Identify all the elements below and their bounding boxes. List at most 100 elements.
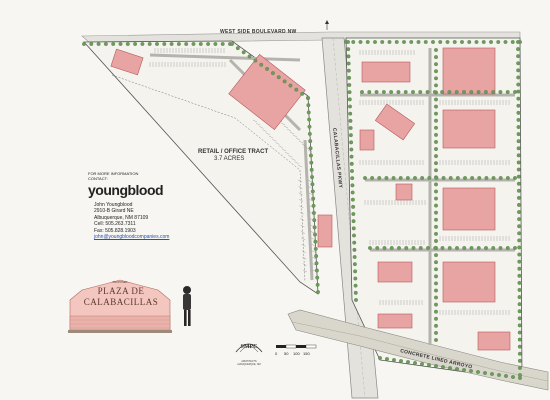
parking-stall — [262, 129, 267, 132]
tree — [350, 176, 355, 181]
tree — [477, 176, 482, 180]
tree — [133, 42, 138, 46]
parking-stall — [280, 122, 286, 126]
scale-label-100: 100 — [293, 351, 300, 356]
parking-stall — [281, 148, 287, 152]
tree — [518, 365, 522, 370]
contact-email-link[interactable]: john@youngbloodcompanies.com — [94, 234, 170, 241]
youngblood-logo: youngblood — [88, 182, 164, 198]
building-shops-east-1 — [442, 109, 496, 149]
tree — [198, 42, 203, 46]
tree — [434, 182, 438, 187]
tree — [513, 90, 517, 94]
tree — [441, 365, 445, 369]
parking-stall — [300, 224, 305, 228]
tree — [454, 90, 459, 94]
tree — [434, 147, 438, 151]
tree — [360, 90, 364, 94]
parking-stall — [311, 244, 316, 247]
tree — [353, 269, 358, 274]
tree — [517, 302, 522, 307]
tree — [505, 246, 510, 250]
tree — [311, 196, 316, 201]
tree — [517, 231, 522, 236]
tree — [448, 176, 453, 180]
tree — [348, 111, 353, 116]
tree — [474, 40, 479, 44]
tree — [300, 91, 305, 96]
tree — [310, 182, 315, 187]
tree — [434, 55, 438, 60]
tree — [346, 61, 351, 66]
tree — [377, 176, 382, 180]
architect-logo-icon — [235, 343, 263, 353]
tree — [516, 103, 521, 108]
tree — [346, 68, 351, 73]
tree — [365, 40, 370, 44]
tree — [516, 139, 521, 144]
tree — [358, 40, 363, 44]
tract-name-label: RETAIL / OFFICE TRACT — [198, 149, 268, 155]
north-arrow-icon — [325, 20, 329, 30]
tree — [516, 153, 521, 158]
tree — [434, 104, 438, 109]
tree — [259, 62, 264, 67]
tree — [403, 90, 408, 94]
tree — [352, 233, 356, 238]
building-anchor-west — [228, 54, 306, 130]
sign-line-2: CALABACILLAS — [83, 297, 159, 307]
tree — [434, 118, 438, 123]
tree — [518, 376, 522, 380]
parking-stall — [297, 164, 303, 168]
tree — [432, 90, 437, 94]
architect-subtitle: ARCHITECTS ALBUQUERQUE, NM — [214, 360, 284, 366]
tree — [346, 40, 350, 44]
tree — [423, 40, 428, 44]
parking-stall — [308, 199, 314, 202]
tree — [434, 274, 438, 279]
tree — [517, 337, 522, 342]
tree — [511, 375, 515, 379]
tree — [517, 330, 522, 335]
building-shops-east-2 — [442, 187, 496, 231]
contact-details: John Youngblood 2910-B Girard NE Albuque… — [94, 202, 169, 240]
parking-stall — [272, 139, 277, 142]
tree — [445, 40, 450, 44]
tree — [434, 62, 438, 67]
tree — [398, 176, 403, 180]
tree — [434, 132, 438, 137]
tree — [505, 176, 510, 180]
tree — [352, 247, 357, 252]
tree — [516, 75, 521, 80]
tree — [382, 246, 387, 250]
tree — [452, 40, 457, 44]
tree — [413, 361, 417, 365]
tree — [378, 356, 382, 360]
parking-stall — [289, 131, 295, 135]
tree — [353, 276, 358, 281]
tree — [381, 90, 386, 94]
parking-stall — [283, 125, 289, 129]
tree — [409, 40, 414, 44]
parking-stall — [308, 186, 313, 189]
tree — [392, 358, 396, 362]
tree — [455, 176, 460, 180]
tree — [498, 246, 503, 250]
building-shops-east-3 — [442, 261, 496, 303]
tree — [476, 246, 481, 250]
parking-stall — [301, 143, 307, 147]
tree — [469, 90, 474, 94]
parking-stall — [268, 135, 274, 139]
building-shops-south-1 — [377, 261, 413, 283]
tree — [350, 197, 355, 202]
tree — [434, 224, 438, 229]
parking-stall — [300, 218, 305, 221]
tree — [517, 245, 522, 250]
tree — [282, 79, 287, 84]
tree — [516, 89, 521, 94]
tree — [350, 183, 355, 188]
building-pad-southeast — [477, 331, 511, 351]
tree — [370, 176, 375, 180]
tree — [349, 161, 354, 166]
tree — [363, 176, 367, 180]
